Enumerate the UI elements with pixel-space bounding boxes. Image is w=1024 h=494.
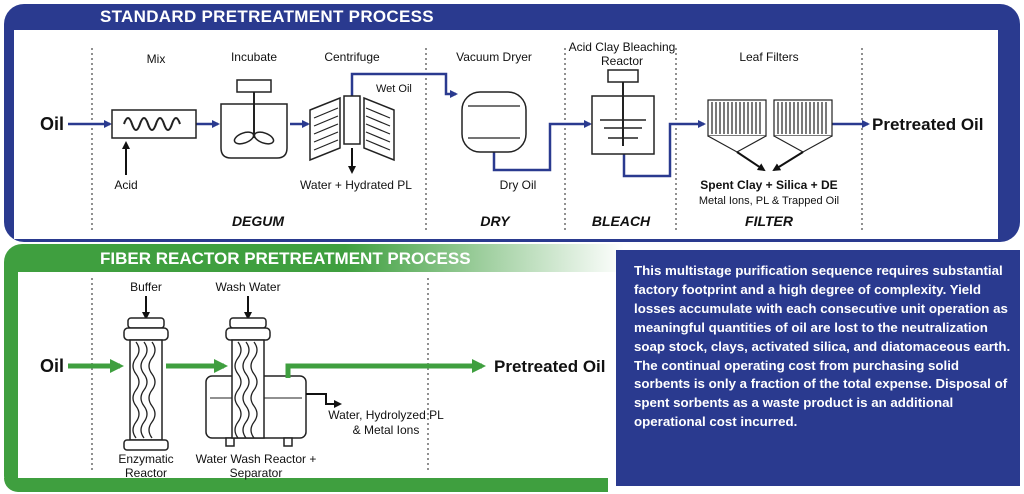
mix-label: Mix xyxy=(147,52,166,66)
fiber-frame-bottom xyxy=(4,478,608,492)
standard-flow-lines xyxy=(68,72,870,178)
waste-arrow xyxy=(306,393,342,408)
water-wash-reactor-unit xyxy=(205,317,307,447)
enzymatic-label-2: Reactor xyxy=(125,466,167,480)
stage-degum: DEGUM xyxy=(232,213,284,229)
acid-label: Acid xyxy=(114,178,137,192)
stage-labels: DEGUM DRY BLEACH FILTER xyxy=(232,213,794,229)
enzymatic-label-1: Enzymatic xyxy=(118,452,173,466)
stage-filter: FILTER xyxy=(745,213,794,229)
waste-label-2: & Metal Ions xyxy=(353,423,420,437)
standard-output-label: Pretreated Oil xyxy=(872,115,984,134)
water-pl-label: Water + Hydrated PL xyxy=(300,178,412,192)
description-box xyxy=(616,250,1020,486)
bleach-reactor-label-2: Reactor xyxy=(601,54,643,68)
leaf-filters-unit xyxy=(707,99,833,153)
waste-label-1: Water, Hydrolyzed PL xyxy=(328,408,444,422)
fiber-process-title-bar xyxy=(4,244,624,272)
stage-bleach: BLEACH xyxy=(592,213,651,229)
vacuum-dryer-label: Vacuum Dryer xyxy=(456,50,532,64)
centrifuge-unit xyxy=(309,95,395,162)
incubate-unit xyxy=(220,79,288,159)
centrifuge-label: Centrifuge xyxy=(324,50,380,64)
vacuum-dryer-unit xyxy=(461,91,527,153)
fiber-output-label: Pretreated Oil xyxy=(494,357,606,376)
spent-arrow-right xyxy=(772,151,804,172)
dry-oil-label: Dry Oil xyxy=(500,178,537,192)
stage-dry: DRY xyxy=(480,213,511,229)
buffer-label: Buffer xyxy=(130,280,162,294)
incubate-label: Incubate xyxy=(231,50,277,64)
standard-oil-input: Oil xyxy=(40,114,64,134)
bleach-reactor-unit xyxy=(591,69,655,155)
fiber-oil-input: Oil xyxy=(40,356,64,376)
fiber-flow-lines xyxy=(68,359,486,378)
standard-process-title: STANDARD PRETREATMENT PROCESS xyxy=(100,7,434,26)
bleach-reactor-label-1: Acid Clay Bleaching xyxy=(569,40,676,54)
wash-reactor-label-1: Water Wash Reactor + xyxy=(196,452,317,466)
fiber-process-title: FIBER REACTOR PRETREATMENT PROCESS xyxy=(100,249,471,268)
description-text: This multistage purification sequence re… xyxy=(634,263,1011,430)
fiber-frame-left xyxy=(4,262,18,490)
wash-reactor-label-2: Separator xyxy=(230,466,283,480)
stage-dividers xyxy=(91,48,863,232)
wash-water-label: Wash Water xyxy=(215,280,280,294)
spent-arrow-left xyxy=(736,151,766,172)
enzymatic-reactor-unit xyxy=(123,317,169,451)
fiber-dividers xyxy=(91,278,429,470)
mix-unit xyxy=(111,109,197,139)
spent-label-2: Metal Ions, PL & Trapped Oil xyxy=(699,195,839,207)
wet-oil-label: Wet Oil xyxy=(376,83,412,95)
spent-label-1: Spent Clay + Silica + DE xyxy=(700,178,837,192)
leaf-filters-label: Leaf Filters xyxy=(739,50,798,64)
